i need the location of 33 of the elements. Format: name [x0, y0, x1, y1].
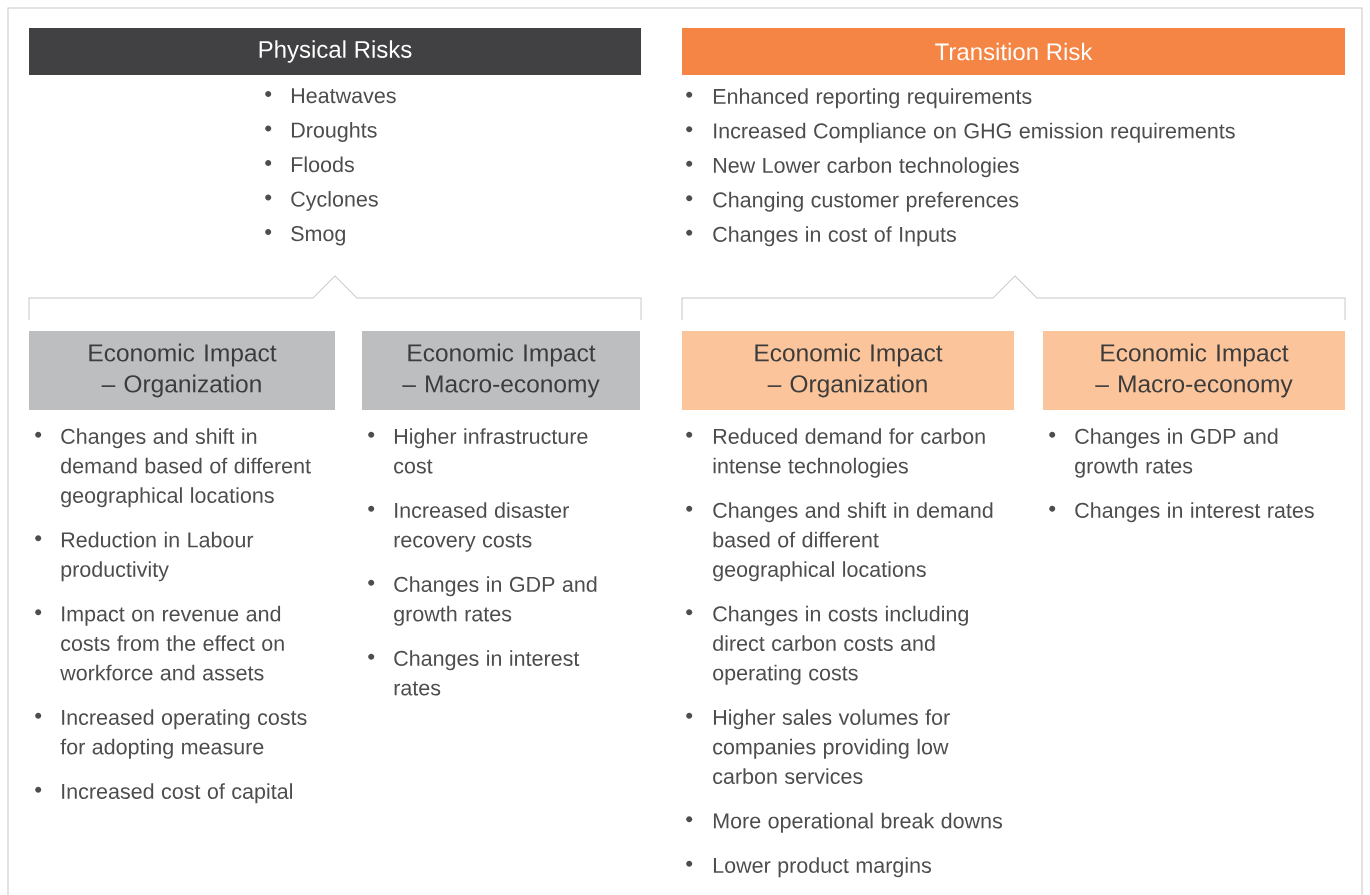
bullet-item: Heatwaves [291, 88, 396, 104]
bullet-item: More operational break downs [713, 812, 1003, 833]
bullet-item: Higher infrastructure cost [394, 428, 588, 474]
bullet-item: New Lower carbon technologies [713, 157, 1019, 178]
bullet-item: Changing customer preferences [713, 191, 1019, 212]
bullet-item: Increased Compliance on GHG emission requirements [714, 122, 1235, 143]
header-band: Physical Risks [29, 28, 641, 75]
bullet-item: Changes and shift in demand based of different geographical locations [713, 502, 993, 582]
bullet-item: Increased cost of capital [62, 783, 292, 804]
bullet-item: Enhanced reporting requirements [713, 88, 1032, 109]
bullet-item: Reduction in Labour productivity [61, 531, 254, 582]
bullet-item: Changes and shift in demand based of different geographical locations [61, 428, 311, 508]
bullet-item: Reduced demand for carbon intense technologies [713, 428, 985, 478]
bullet-item: Changes in GDP and growth rates [1075, 428, 1278, 478]
bullet-item: Changes in GDP and growth rates [394, 576, 597, 626]
bullet-item: Increased operating costs for adopting measure [60, 709, 307, 759]
bullet-item: Impact on revenue and costs from the effect on workforce and assets [60, 605, 284, 681]
bullet-item: Changes in cost of Inputs [713, 226, 956, 247]
bullet-item: Changes in interest rates [394, 650, 580, 696]
bullet-item: Droughts [291, 121, 377, 142]
bullet-item: Floods [291, 156, 354, 173]
category-box: Economic Impact – Macro-economy [362, 331, 640, 410]
bullet-item: Lower product margins [713, 857, 931, 878]
header-band: Transition Risk [682, 28, 1345, 75]
bullet-item: Smog [291, 226, 345, 246]
bullet-item: Increased disaster recovery costs [394, 502, 569, 552]
bullet-item: Higher sales volumes for companies providing low carbon services [713, 709, 950, 784]
bullet-item: Changes in interest rates [1075, 502, 1314, 523]
category-box: Economic Impact – Organization [29, 331, 335, 410]
bullet-item: Changes in costs including direct carbon costs and operating costs [713, 605, 968, 685]
bullet-item: Cyclones [291, 190, 378, 211]
category-box: Economic Impact – Macro-economy [1043, 331, 1345, 410]
category-box: Economic Impact – Organization [682, 331, 1014, 410]
